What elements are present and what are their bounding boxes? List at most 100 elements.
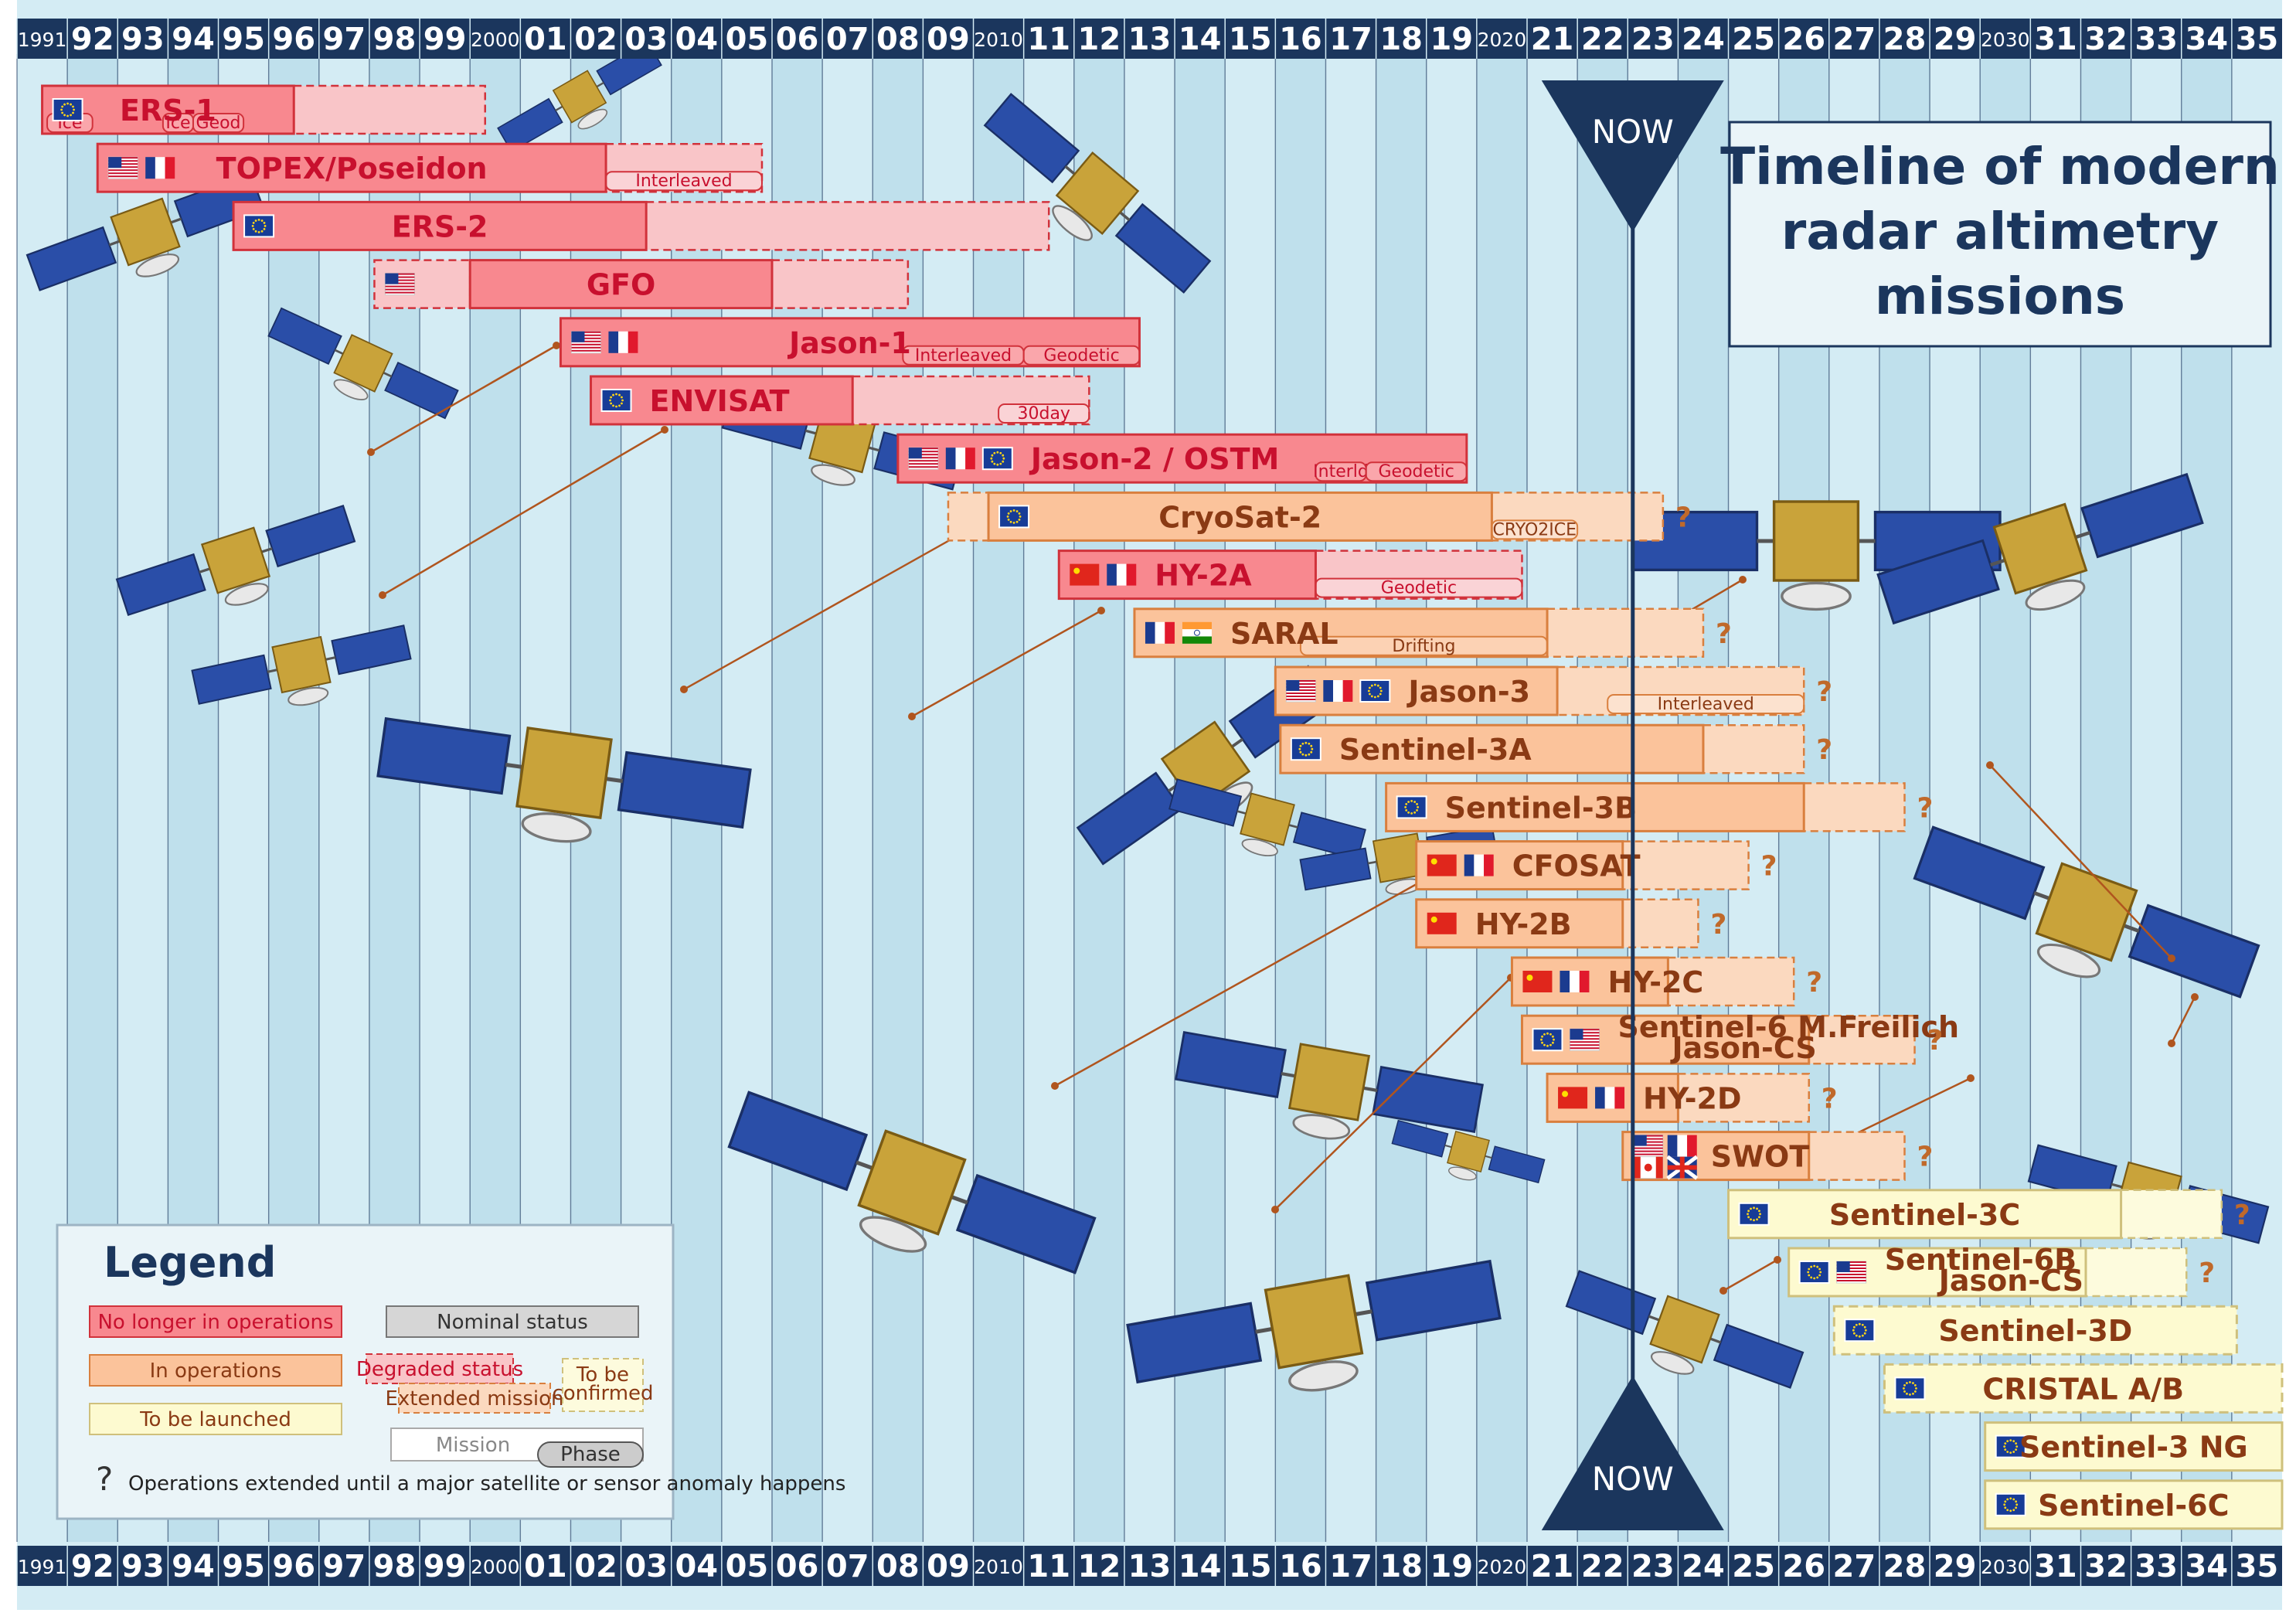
- mission-row: HY-2C?: [1510, 956, 1822, 1007]
- flag-star: [2006, 1451, 2009, 1453]
- solar-panel-icon: [1713, 1323, 1804, 1389]
- year-axis-bottom-tick-label: 02: [574, 1549, 617, 1584]
- year-axis-bottom-tick-label: 95: [222, 1549, 265, 1584]
- leader-dot: [553, 342, 560, 349]
- flag-star: [63, 103, 66, 106]
- mission-phase: [998, 403, 1090, 424]
- mission-bar: [559, 317, 1141, 368]
- flag-fr-icon: [1667, 1135, 1697, 1157]
- flag-stripe: [1836, 1268, 1866, 1269]
- year-axis-bottom-tick-label: 04: [675, 1549, 718, 1584]
- mission-pre-extension: [947, 492, 990, 542]
- flag-star: [621, 402, 623, 405]
- mission-name: Sentinel-3D: [1938, 1314, 2132, 1348]
- title-box: [1728, 121, 2272, 348]
- flag-field: [1396, 795, 1427, 819]
- mission-bar: [1984, 1421, 2284, 1472]
- satellite-body-icon: [1772, 500, 1860, 582]
- flag-star: [2003, 1503, 2006, 1506]
- flag-eu-icon: [1995, 1492, 2026, 1516]
- year-axis-top-tick-label: 26: [1782, 22, 1825, 57]
- flag-us-icon: [1285, 679, 1316, 703]
- flag-stripe: [108, 172, 138, 175]
- flag-star: [1413, 811, 1417, 814]
- flag-us-icon: [570, 331, 601, 354]
- flag-band: [1182, 621, 1212, 630]
- mission-extension: [1546, 607, 1705, 658]
- flag-star: [991, 460, 994, 463]
- year-axis-top-tick-label: 23: [1631, 22, 1675, 57]
- satellite-icon: [1876, 472, 2204, 625]
- flag-star: [2004, 1448, 2007, 1451]
- legend-swatch-ended: [89, 1305, 342, 1338]
- flag-star: [1909, 1394, 1911, 1396]
- antenna-dish-icon: [811, 464, 855, 486]
- year-axis-bottom-tick-label: 35: [2236, 1549, 2279, 1584]
- flag-star: [1416, 803, 1418, 805]
- flag-star: [1299, 750, 1302, 754]
- flag-star: [1002, 460, 1005, 463]
- flag-field: [243, 214, 275, 238]
- mission-extension: [1556, 665, 1805, 716]
- flag-star: [1552, 1041, 1554, 1044]
- mission-name: GFO: [587, 268, 655, 302]
- flag-star: [1819, 1271, 1822, 1274]
- flag-cross: [1667, 1165, 1697, 1170]
- flag-star: [1552, 1035, 1554, 1038]
- flag-star: [1018, 512, 1021, 515]
- antenna-dish-icon: [1448, 1166, 1477, 1181]
- flag-star: [2015, 1500, 2018, 1503]
- leader-dot: [1739, 576, 1747, 584]
- flag-eu-icon: [1844, 1319, 1876, 1342]
- flag-star: [1553, 1038, 1555, 1041]
- flag-star: [72, 111, 74, 114]
- flag-eu-icon: [1396, 795, 1427, 819]
- year-axis-top-tick-label: 02: [574, 22, 617, 57]
- mission-name-secondary: Jason-CS: [1669, 1031, 1816, 1065]
- mission-phase: [1491, 519, 1579, 540]
- year-axis-top-tick-label: 99: [423, 22, 467, 57]
- flag-star: [996, 463, 999, 466]
- flag-field: [981, 447, 1013, 471]
- year-axis-top-tick-label: 95: [222, 22, 265, 57]
- flag-stripe: [1836, 1261, 1866, 1263]
- satellite-icon: [191, 624, 412, 706]
- year-axis-top-tick-label: 34: [2185, 22, 2228, 57]
- flag-star: [1756, 1218, 1758, 1221]
- flag-star: [1816, 1265, 1819, 1268]
- mission-row: CRISTAL A/B: [1883, 1363, 2284, 1414]
- flag-band: [1333, 680, 1343, 702]
- flag-star: [1308, 753, 1311, 756]
- year-column: [1023, 54, 1074, 1542]
- mission-extension: [1621, 840, 1750, 890]
- mission-row: HY-2D?: [1546, 1072, 1838, 1123]
- year-axis-bottom-tick-label: 96: [272, 1549, 315, 1584]
- flag-star: [2015, 1445, 2019, 1448]
- year-axis-top-tick-label: 25: [1732, 22, 1775, 57]
- year-axis-bottom-tick-label: 08: [876, 1549, 920, 1584]
- mission-extension: [292, 84, 486, 135]
- flag-band: [1687, 1135, 1697, 1157]
- flag-star: [1747, 1213, 1749, 1216]
- flag-canton: [1570, 1029, 1583, 1040]
- antenna-dish-icon: [287, 686, 329, 706]
- flag-star: [1813, 1277, 1816, 1280]
- flag-star: [1903, 1387, 1905, 1390]
- flag-star: [1818, 1274, 1821, 1277]
- flag-star: [251, 225, 254, 227]
- flag-band: [165, 157, 175, 179]
- mission-phase-label: Geodetic: [1381, 579, 1457, 598]
- mission-phase-label: Interld: [1313, 462, 1369, 482]
- flag-stripe: [571, 340, 601, 342]
- mission-extension: [1667, 956, 1795, 1007]
- flag-stripe: [908, 466, 938, 468]
- year-axis-bottom-tick-label: 16: [1279, 1549, 1322, 1584]
- flag-star: [1015, 510, 1019, 512]
- mission-extension: [1808, 1014, 1916, 1065]
- question-mark-icon: ?: [1675, 502, 1692, 533]
- flag-stripe: [1633, 1141, 1663, 1143]
